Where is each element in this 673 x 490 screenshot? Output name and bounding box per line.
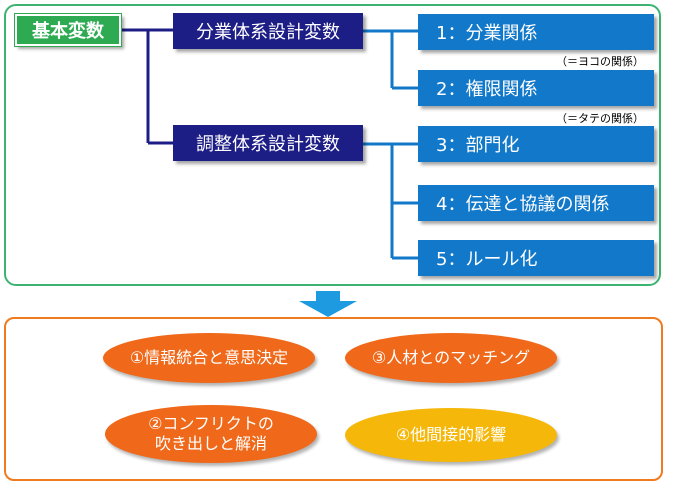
effect-label-line2: 吹き出しと解消 [154,434,267,453]
mid-node-division: 分業体系設計変数 [173,13,363,49]
effect-label: ①情報統合と意思決定 [129,348,289,367]
leaf-node-label: 1：分業関係 [436,23,538,44]
leaf-node-label: 5：ルール化 [436,249,538,270]
leaf-node-5: 5：ルール化 [418,240,654,276]
leaf-node-2: 2：権限関係 [418,70,654,106]
effect-label: ③人材とのマッチング [371,348,531,367]
leaf-node-1: 1：分業関係 [418,14,654,50]
effects-panel [4,317,663,481]
down-arrow-icon [299,291,357,317]
note-horizontal: （＝ヨコの関係） [556,55,644,68]
root-node-label: 基本変数 [32,21,104,42]
mid-node-label: 調整体系設計変数 [196,134,340,155]
effect-talent-matching: ③人材とのマッチング [345,333,557,383]
leaf-node-label: 2：権限関係 [436,79,538,100]
mid-node-label: 分業体系設計変数 [196,22,340,43]
variables-panel [4,4,661,286]
effect-conflict-resolution: ②コンフリクトの 吹き出しと解消 [105,405,317,463]
leaf-node-label: 3：部門化 [436,135,520,156]
note-vertical: （＝タテの関係） [556,112,644,125]
effect-label: ④他間接的影響 [395,425,507,444]
effect-indirect-influence: ④他間接的影響 [345,408,557,462]
leaf-node-4: 4：伝達と協議の関係 [418,185,654,221]
root-node: 基本変数 [14,13,122,47]
leaf-node-3: 3：部門化 [418,126,654,162]
leaf-node-label: 4：伝達と協議の関係 [436,194,610,215]
effect-label-line1: ②コンフリクトの [148,414,274,433]
mid-node-coordination: 調整体系設計変数 [173,125,363,161]
effect-information-integration: ①情報統合と意思決定 [103,333,315,383]
